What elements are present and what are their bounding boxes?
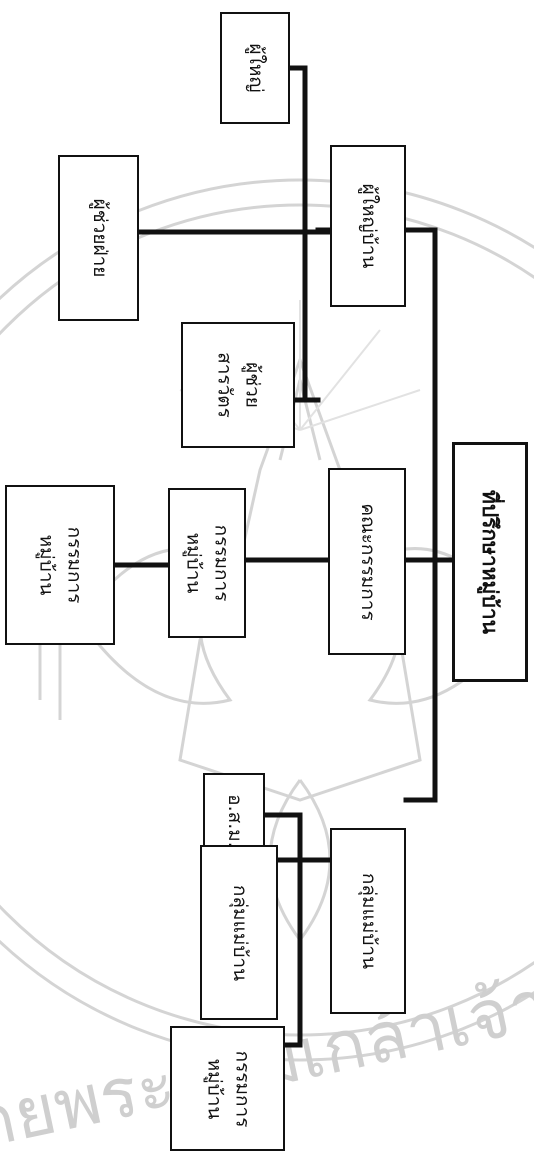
node-n12: กรรมการหมู่บ้าน xyxy=(170,1026,285,1151)
node-n3: ผู้ช่วยฝ่าย xyxy=(58,155,139,321)
node-n10: กลุ่มแม่บ้าน xyxy=(200,845,278,1020)
node-n1: ผู้ใหญ่ xyxy=(220,12,290,124)
node-n2-label: ผู้ใหญ่บ้าน xyxy=(354,184,382,269)
node-n6-label: กรรมการหมู่บ้าน xyxy=(179,525,234,602)
node-n4-label: ผู้ช่วยสารวัตร xyxy=(210,352,265,418)
node-n12-label: กรรมการหมู่บ้าน xyxy=(200,1050,255,1127)
node-n7-label: กรรมการหมู่บ้าน xyxy=(32,527,87,604)
node-n11: กลุ่มแม่บ้าน xyxy=(330,828,406,1014)
node-n2: ผู้ใหญ่บ้าน xyxy=(330,145,406,307)
node-n6: กรรมการหมู่บ้าน xyxy=(168,488,246,638)
node-n10-label: กลุ่มแม่บ้าน xyxy=(225,884,253,980)
node-n5: คณะกรรมการ xyxy=(328,468,406,655)
node-n3-label: ผู้ช่วยฝ่าย xyxy=(85,199,113,278)
node-n1-label: ผู้ใหญ่ xyxy=(241,43,269,92)
node-n9-label: อ.ส.ม. xyxy=(220,794,248,848)
node-n11-label: กลุ่มแม่บ้าน xyxy=(354,873,382,969)
connector-n12 xyxy=(285,1005,300,1045)
node-n5-label: คณะกรรมการ xyxy=(353,503,381,620)
node-n8-label: ที่ปรึกษาหมู่บ้าน xyxy=(475,490,505,634)
node-n8: ที่ปรึกษาหมู่บ้าน xyxy=(452,442,528,682)
node-n7: กรรมการหมู่บ้าน xyxy=(5,485,115,645)
node-n4: ผู้ช่วยสารวัตร xyxy=(181,322,295,448)
